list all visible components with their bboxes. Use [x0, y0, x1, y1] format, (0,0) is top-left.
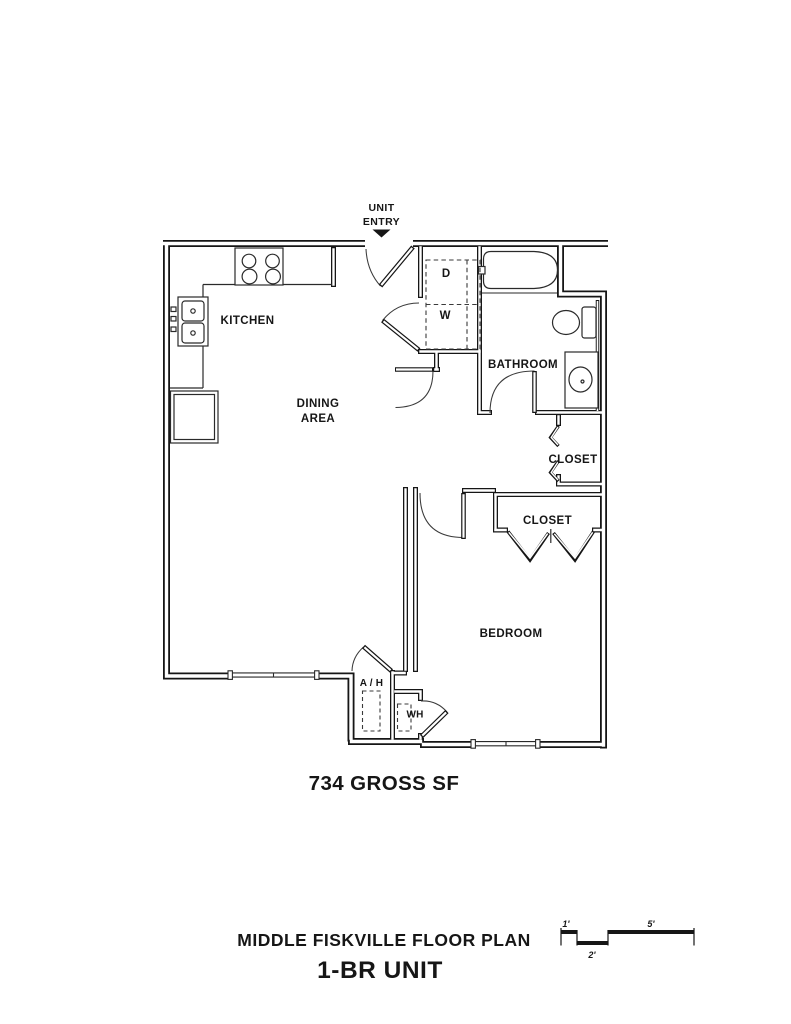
- title-line2: 1-BR UNIT: [317, 957, 443, 984]
- entry-label-line2: ENTRY: [363, 216, 400, 228]
- washer-label: W: [440, 310, 451, 322]
- refrigerator-icon: [169, 390, 219, 444]
- entry-door-arc: [365, 248, 381, 287]
- bedroom-label: BEDROOM: [480, 628, 543, 640]
- scale-label-1ft: 1': [562, 919, 570, 929]
- door-arcs: [351, 248, 535, 713]
- hall-closet-label: CLOSET: [548, 454, 597, 466]
- window-bedroom: [470, 739, 541, 749]
- entry-arrow-icon: [372, 229, 391, 238]
- kitchen-sink-icon: [170, 296, 209, 347]
- door-leaves: [361, 245, 537, 739]
- air-handler-label: A / H: [360, 678, 383, 689]
- stove-icon: [234, 247, 284, 286]
- bathroom-label: BATHROOM: [488, 359, 558, 371]
- washer-dryer-dashed: [425, 259, 481, 350]
- kitchen-label: KITCHEN: [221, 315, 275, 327]
- scale-label-2ft: 2': [587, 950, 596, 960]
- scale-bar: 1' 2' 5': [560, 919, 695, 960]
- gross-area-label: 734 GROSS SF: [309, 772, 460, 795]
- wh-door-arc: [420, 700, 448, 713]
- hall-door-arc: [395, 370, 434, 409]
- bedroom-closet-bifold: [506, 529, 595, 563]
- entry-label-line1: UNIT: [368, 202, 394, 214]
- bedroom-door-arc: [419, 492, 464, 539]
- window-dining: [227, 670, 320, 680]
- hall-closet-bifold: [548, 425, 560, 483]
- laundry-door-arc: [382, 302, 420, 321]
- toilet-icon: [551, 306, 597, 339]
- dining-label-line1: DINING: [297, 398, 340, 410]
- dryer-label: D: [442, 268, 450, 280]
- air-handler-dashed: [361, 690, 381, 732]
- dining-label-line2: AREA: [301, 413, 335, 425]
- title-line1: MIDDLE FISKVILLE FLOOR PLAN: [237, 930, 531, 950]
- bathroom-door-arc: [489, 370, 535, 414]
- scale-label-5ft: 5': [647, 919, 655, 929]
- bathtub-icon: [477, 250, 559, 290]
- bedroom-closet-label: CLOSET: [523, 515, 572, 527]
- ah-door-arc: [351, 646, 364, 672]
- water-heater-label: WH: [406, 710, 423, 721]
- vanity-sink-icon: [564, 351, 599, 409]
